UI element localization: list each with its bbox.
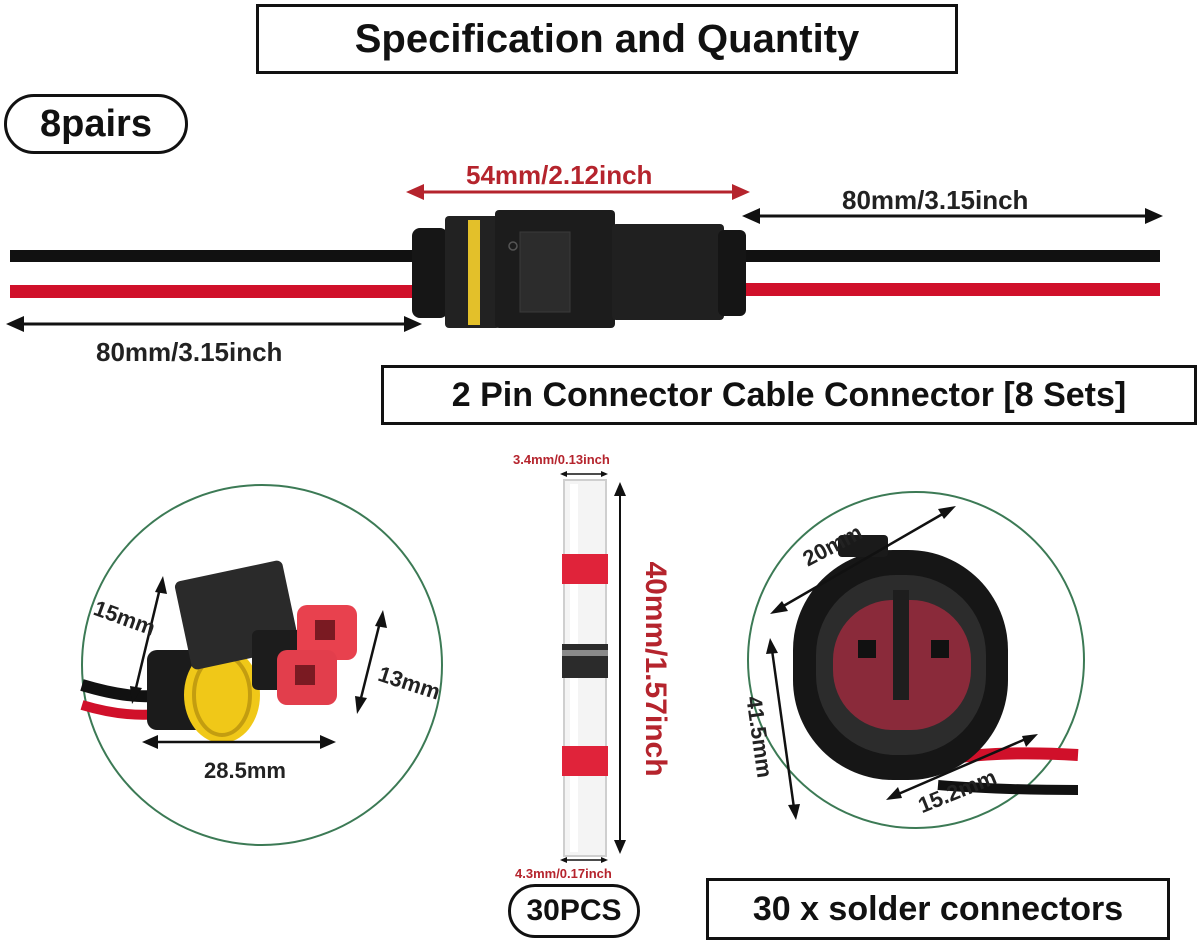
- connector-length-label: 54mm/2.12inch: [466, 160, 653, 190]
- page-title: Specification and Quantity: [256, 4, 958, 74]
- side-length-arrow: [142, 735, 336, 749]
- side-view-connector: [80, 560, 357, 743]
- front-width-arrow: [770, 506, 956, 614]
- side-length-label: 28.5mm: [204, 758, 286, 783]
- sleeve-top-arrow: [560, 471, 608, 477]
- pcs-badge-text: 30PCS: [526, 894, 622, 927]
- connector-length-arrow: [406, 184, 750, 200]
- right-wire-length-label: 80mm/3.15inch: [842, 185, 1029, 215]
- sleeve-bottom-diameter-label: 4.3mm/0.17inch: [515, 866, 612, 881]
- right-black-wire: [735, 250, 1160, 262]
- pcs-badge: 30PCS: [508, 884, 640, 938]
- left-red-wire: [10, 285, 420, 298]
- connector-set-caption-text: 2 Pin Connector Cable Connector [8 Sets]: [451, 375, 1127, 414]
- left-wire-length-label: 80mm/3.15inch: [96, 337, 283, 367]
- solder-sleeve: 40mm/1.57inch: [560, 471, 670, 863]
- right-wire-arrow: [742, 208, 1163, 224]
- page-title-text: Specification and Quantity: [354, 16, 860, 61]
- side-height-arrow: [130, 576, 167, 704]
- sleeve-length-label: 40mm/1.57inch: [639, 561, 670, 776]
- pairs-badge: 8pairs: [4, 94, 188, 154]
- pairs-badge-text: 8pairs: [40, 102, 152, 145]
- connector-set-caption: 2 Pin Connector Cable Connector [8 Sets]: [381, 365, 1197, 425]
- sleeve-bottom-arrow: [560, 857, 608, 863]
- solder-caption: 30 x solder connectors: [706, 878, 1170, 940]
- sleeve-bottom-red-ring: [562, 746, 608, 776]
- side-view-circle: 15mm 13mm 28.5mm: [80, 484, 443, 846]
- right-red-wire: [735, 283, 1160, 296]
- left-wire-arrow: [6, 316, 422, 332]
- cable-illustration: [6, 184, 1163, 332]
- front-inner-arrow: [886, 734, 1038, 800]
- left-black-wire: [10, 250, 420, 262]
- front-view-connector: [793, 535, 1079, 795]
- solder-caption-text: 30 x solder connectors: [752, 889, 1124, 928]
- sleeve-length-arrow: [614, 482, 626, 854]
- side-depth-arrow: [355, 610, 387, 714]
- sleeve-top-red-ring: [562, 554, 608, 584]
- front-view-circle: 20mm 41.5mm 15.2mm: [741, 491, 1085, 829]
- sleeve-solder-band: [562, 644, 608, 678]
- sleeve-top-diameter-label: 3.4mm/0.13inch: [513, 452, 610, 467]
- front-height-arrow: [766, 638, 800, 820]
- connector-body: [412, 210, 746, 328]
